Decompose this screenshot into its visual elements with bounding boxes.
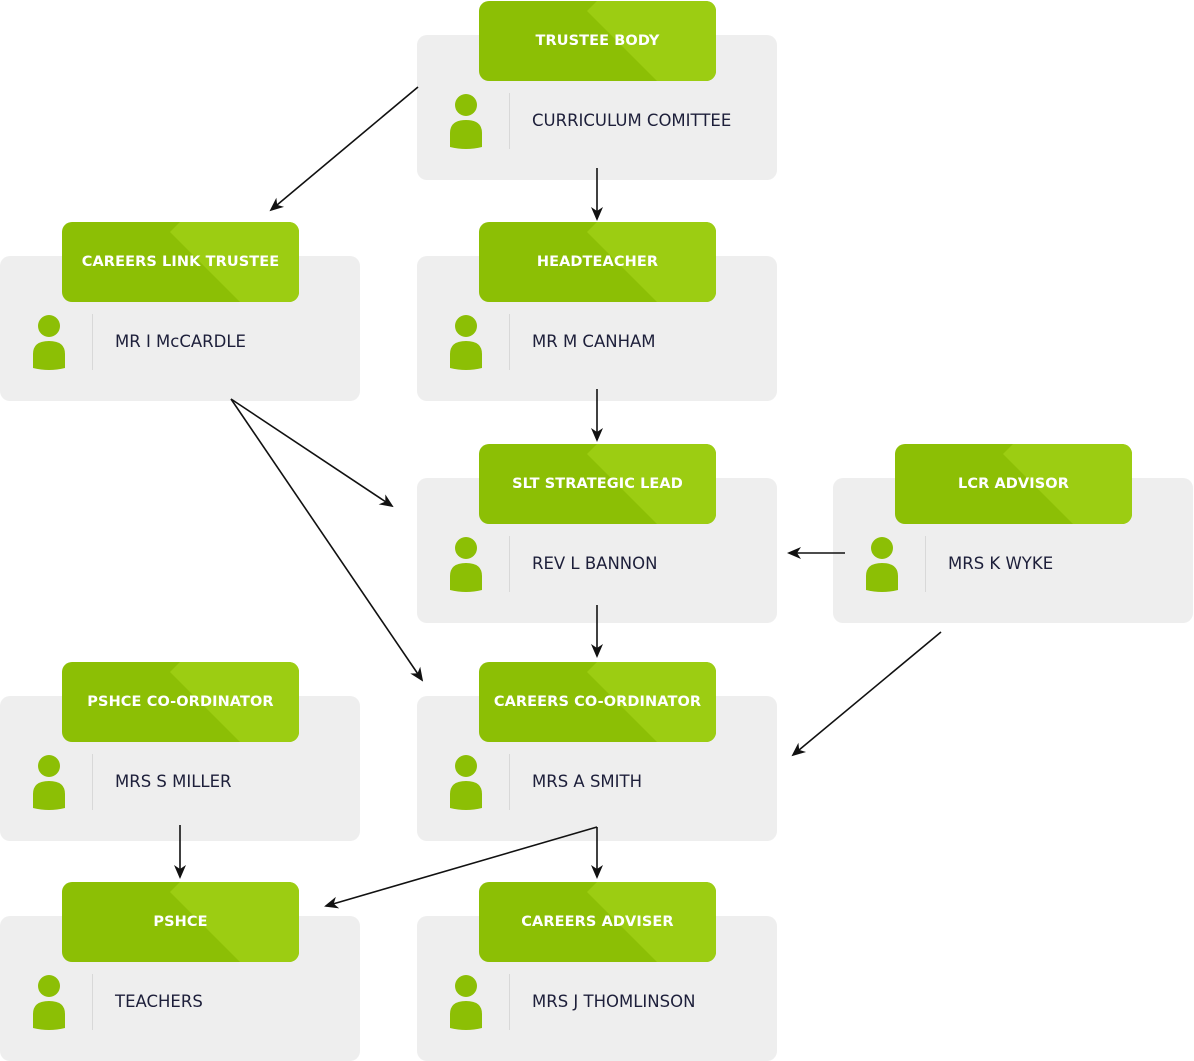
divider [92, 314, 93, 370]
node-headteacher: HEADTEACHER MR M CANHAM [417, 222, 777, 401]
person-icon [450, 315, 482, 370]
role-header: SLT STRATEGIC LEAD [479, 444, 716, 524]
node-pshce-coordinator: PSHCE CO-ORDINATOR MRS S MILLER [0, 662, 360, 841]
arrow-trustee-to-careers-link-trustee [269, 86, 419, 212]
arrow-lcr-to-careers-coordinator [791, 631, 942, 757]
role-label: CAREERS CO-ORDINATOR [493, 694, 702, 710]
role-label: SLT STRATEGIC LEAD [512, 476, 683, 492]
divider [92, 974, 93, 1030]
person-name: CURRICULUM COMITTEE [532, 111, 732, 130]
person-name: MRS A SMITH [532, 772, 643, 791]
node-careers-adviser: CAREERS ADVISER MRS J THOMLINSON [417, 882, 777, 1061]
role-label: CAREERS LINK TRUSTEE [81, 254, 280, 270]
divider [925, 536, 926, 592]
person-name: REV L BANNON [532, 554, 658, 573]
node-lcr-advisor: LCR ADVISOR MRS K WYKE [833, 444, 1193, 623]
node-slt-strategic-lead: SLT STRATEGIC LEAD REV L BANNON [417, 444, 777, 623]
divider [509, 754, 510, 810]
divider [509, 536, 510, 592]
role-header: PSHCE CO-ORDINATOR [62, 662, 299, 742]
person-icon [33, 755, 65, 810]
node-trustee-body: TRUSTEE BODY CURRICULUM COMITTEE [417, 1, 777, 180]
divider [509, 314, 510, 370]
person-name: MR I McCARDLE [115, 332, 246, 351]
role-label: PSHCE [153, 914, 208, 930]
role-label: HEADTEACHER [536, 254, 659, 270]
person-name: TEACHERS [115, 992, 203, 1011]
role-header: LCR ADVISOR [895, 444, 1132, 524]
person-name: MRS J THOMLINSON [532, 992, 696, 1011]
role-label: TRUSTEE BODY [535, 33, 660, 49]
role-header: HEADTEACHER [479, 222, 716, 302]
divider [509, 974, 510, 1030]
person-icon [33, 975, 65, 1030]
person-icon [450, 537, 482, 592]
role-label: CAREERS ADVISER [521, 914, 674, 930]
role-header: CAREERS ADVISER [479, 882, 716, 962]
person-icon [33, 315, 65, 370]
person-icon [450, 94, 482, 149]
role-header: CAREERS LINK TRUSTEE [62, 222, 299, 302]
node-pshce: PSHCE TEACHERS [0, 882, 360, 1061]
person-icon [450, 975, 482, 1030]
role-header: PSHCE [62, 882, 299, 962]
role-header: CAREERS CO-ORDINATOR [479, 662, 716, 742]
role-label: PSHCE CO-ORDINATOR [87, 694, 274, 710]
arrow-careers-link-to-slt [230, 398, 394, 508]
divider [509, 93, 510, 149]
divider [92, 754, 93, 810]
node-careers-link-trustee: CAREERS LINK TRUSTEE MR I McCARDLE [0, 222, 360, 401]
person-icon [450, 755, 482, 810]
role-label: LCR ADVISOR [957, 476, 1069, 492]
person-icon [866, 537, 898, 592]
person-name: MRS S MILLER [115, 772, 232, 791]
person-name: MR M CANHAM [532, 332, 656, 351]
node-careers-coordinator: CAREERS CO-ORDINATOR MRS A SMITH [417, 662, 777, 841]
person-name: MRS K WYKE [948, 554, 1054, 573]
role-header: TRUSTEE BODY [479, 1, 716, 81]
arrow-careers-link-to-careers-coordinator [230, 398, 424, 682]
